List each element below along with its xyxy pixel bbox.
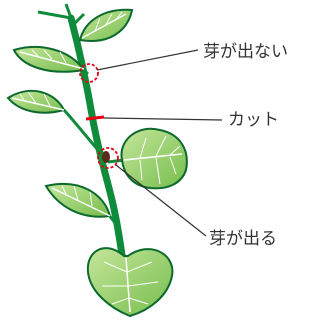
- leader-line-no-bud: [97, 50, 198, 70]
- leaf-mid-right: [121, 129, 186, 189]
- label-cut: カット: [228, 112, 279, 129]
- label-no-bud: 芽が出ない: [203, 44, 288, 61]
- stem-tip-left: [38, 12, 71, 18]
- leaf-mid-left: [8, 91, 64, 113]
- label-bud: 芽が出る: [209, 231, 277, 248]
- cut-mark: [86, 117, 104, 119]
- leaf-lower-left: [46, 184, 110, 217]
- main-stem: [71, 18, 123, 262]
- leaf-bottom: [88, 248, 173, 316]
- leader-line-cut: [104, 118, 222, 120]
- bud: [102, 151, 110, 163]
- leaf-top-right: [80, 10, 132, 41]
